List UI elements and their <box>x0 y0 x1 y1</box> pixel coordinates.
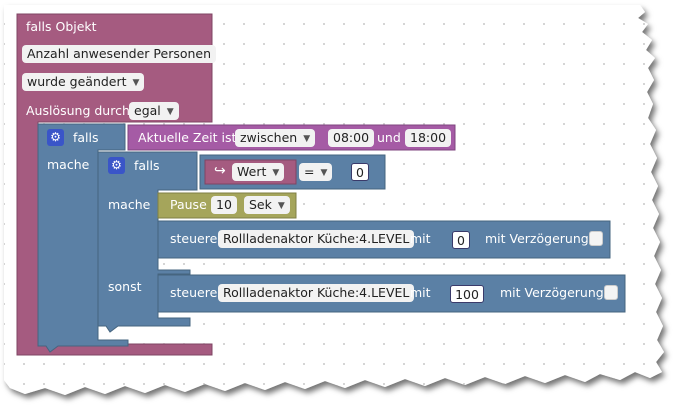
dropdown-arrow-icon: ▼ <box>320 168 328 178</box>
condition-dropdown[interactable]: wurde geändert ▼ <box>22 73 145 91</box>
object-name-field[interactable]: Anzahl anwesender Personen <box>22 45 217 63</box>
else-value-field[interactable]: 100 <box>450 285 484 303</box>
trigger-title: falls Objekt <box>26 19 97 34</box>
gear-icon[interactable]: ⚙ <box>108 157 125 174</box>
inner-if-label: falls <box>134 158 160 173</box>
dropdown-arrow-icon: ▼ <box>277 201 285 211</box>
then-delay-checkbox[interactable] <box>589 231 603 246</box>
time-compare-label: Aktuelle Zeit ist <box>138 130 237 145</box>
condition-value: wurde geändert <box>27 74 127 89</box>
compare-value-field[interactable]: 0 <box>351 163 369 181</box>
trigger-label: Auslösung durch <box>26 103 130 118</box>
variable-dropdown[interactable]: Wert ▼ <box>232 163 285 181</box>
pause-value-field[interactable]: 10 <box>211 196 237 214</box>
inner-do-label: mache <box>108 197 151 212</box>
compare-operator-value: = <box>304 164 315 179</box>
pause-label: Pause <box>170 197 207 212</box>
outer-if-label: falls <box>73 130 99 145</box>
then-with-label: mit <box>410 231 431 246</box>
else-delay-checkbox[interactable] <box>604 285 618 300</box>
trigger-value: egal <box>134 103 161 118</box>
then-control-label: steuere <box>170 231 218 246</box>
outer-if-block[interactable] <box>37 123 129 353</box>
then-value-field[interactable]: 0 <box>452 231 470 249</box>
then-delay-label: mit Verzögerung <box>485 231 589 246</box>
else-control-label: steuere <box>170 285 218 300</box>
time-operator-value: zwischen <box>240 130 298 145</box>
time-from-field[interactable]: 08:00 <box>328 129 375 147</box>
compare-operator-dropdown[interactable]: =▼ <box>299 163 333 181</box>
gear-icon[interactable]: ⚙ <box>47 129 64 146</box>
time-to-field[interactable]: 18:00 <box>405 129 452 147</box>
variable-value: Wert <box>237 164 267 179</box>
trigger-dropdown[interactable]: egal ▼ <box>129 102 179 120</box>
dropdown-arrow-icon: ▼ <box>132 78 140 88</box>
pause-unit-value: Sek <box>249 197 272 212</box>
return-arrow-icon: ↪ <box>214 163 226 179</box>
then-object-field[interactable]: Rollladenaktor Küche:4.LEVEL <box>218 230 415 248</box>
time-operator-dropdown[interactable]: zwischen ▼ <box>235 129 316 147</box>
else-with-label: mit <box>410 285 431 300</box>
outer-do-label: mache <box>47 157 90 172</box>
dropdown-arrow-icon: ▼ <box>166 107 174 117</box>
time-and-label: und <box>377 130 401 145</box>
else-delay-label: mit Verzögerung <box>500 285 604 300</box>
pause-unit-dropdown[interactable]: Sek ▼ <box>244 196 290 214</box>
dropdown-arrow-icon: ▼ <box>303 134 311 144</box>
else-object-field[interactable]: Rollladenaktor Küche:4.LEVEL <box>218 284 415 302</box>
inner-else-label: sonst <box>108 279 142 294</box>
dropdown-arrow-icon: ▼ <box>272 168 280 178</box>
